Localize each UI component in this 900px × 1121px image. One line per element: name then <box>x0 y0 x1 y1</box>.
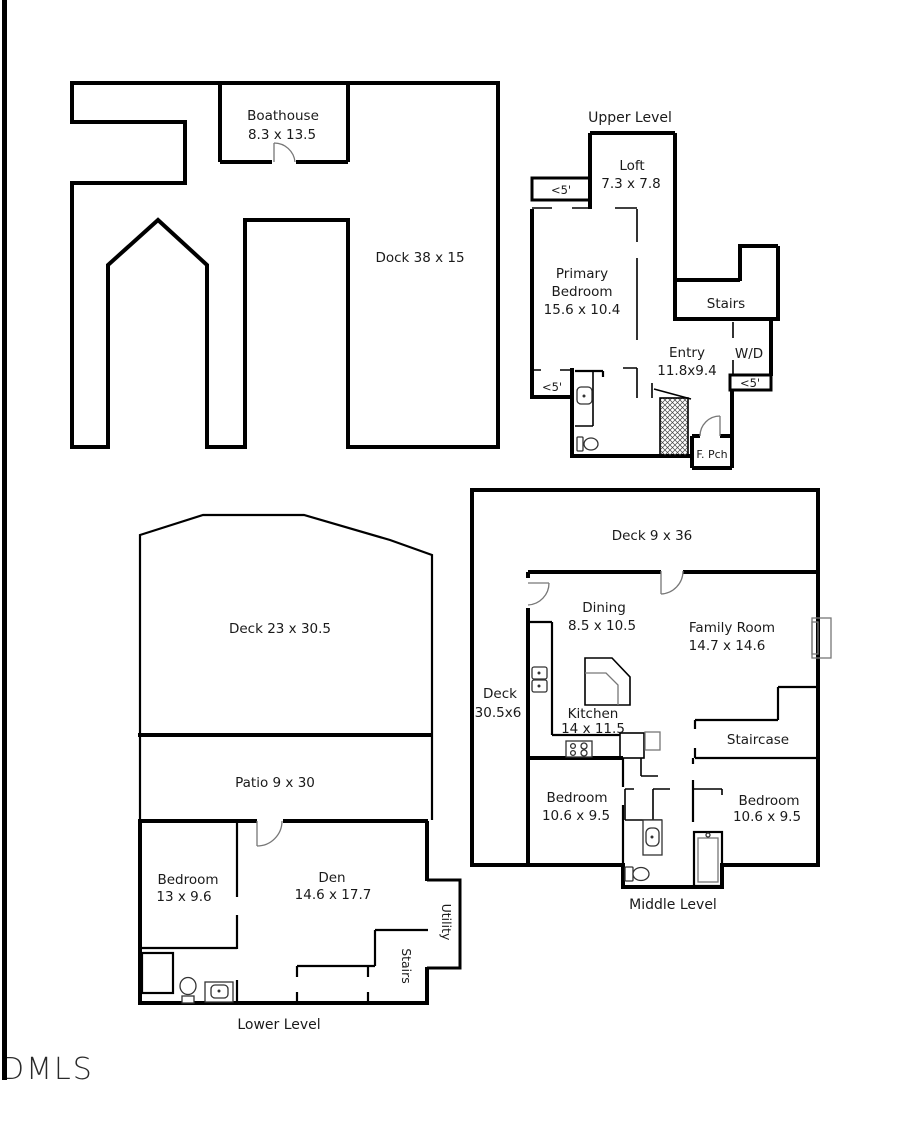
den-dim-label: 14.6 x 17.7 <box>295 887 372 903</box>
family-room-dim-label: 14.7 x 14.6 <box>689 638 766 654</box>
kitchen-sink-drain1-icon <box>537 671 541 675</box>
stove-burner-icon <box>580 749 588 757</box>
family-room-window-inner-icon <box>811 621 819 655</box>
upper-bedroom-divider-dashed <box>623 209 653 398</box>
upper-sink-drain-icon <box>582 394 586 398</box>
entry-dim-label: 11.8x9.4 <box>657 363 717 379</box>
fridge-icon <box>619 732 645 759</box>
middle-deck-door-arc <box>527 582 550 606</box>
upper-bathroom-inner-wall <box>575 371 594 427</box>
stove-burner-icon <box>580 742 588 750</box>
middle-shower-inner <box>697 837 719 883</box>
dock-outline <box>70 81 500 449</box>
lower-level-plan: Deck 23 x 30.5 Patio 9 x 30 Bedroom 13 x… <box>138 513 462 1033</box>
kitchen-label: Kitchen <box>568 706 619 722</box>
middle-toilet-tank-icon <box>624 866 634 882</box>
boathouse-door-arc <box>273 142 296 163</box>
upper-level-plan: Upper Level Loft 7.3 x 7.8 <5' Primary B… <box>530 110 780 470</box>
middle-level-title: Middle Level <box>629 897 717 913</box>
kitchen-appliance-icon <box>644 731 661 751</box>
dock-plan: Boathouse 8.3 x 13.5 Dock 38 x 15 <box>70 81 500 449</box>
kitchen-island-outline <box>584 657 631 706</box>
primary-bedroom-label-2: Bedroom <box>551 284 612 300</box>
lower-sink-drain-icon <box>217 989 221 993</box>
kitchen-counter <box>530 620 620 737</box>
mls-watermark: DMLS <box>1 1052 94 1087</box>
upper-lt5-bottomleft-label: <5' <box>542 380 562 394</box>
utility-closet-walls <box>427 878 462 970</box>
upper-bathroom-wall <box>575 369 605 377</box>
upper-lt5-right-label: <5' <box>740 376 760 390</box>
lower-toilet-base-icon <box>181 995 195 1004</box>
middle-deck-left-label-2: 30.5x6 <box>475 705 522 721</box>
loft-dim-label: 7.3 x 7.8 <box>601 176 661 192</box>
stove-burner-icon <box>569 742 577 750</box>
upper-outline <box>530 131 780 470</box>
lower-shower-hatch <box>140 951 175 995</box>
lower-toilet-bowl-icon <box>179 976 197 996</box>
dining-label: Dining <box>582 600 626 616</box>
middle-bath-walls <box>624 758 670 821</box>
lower-stairs-label: Stairs <box>399 948 414 984</box>
boathouse-label: Boathouse <box>247 108 319 124</box>
lower-deck-label: Deck 23 x 30.5 <box>229 621 331 637</box>
upper-level-title: Upper Level <box>588 110 672 126</box>
boathouse-walls <box>218 85 350 164</box>
upper-fpch-door-arc <box>699 415 721 437</box>
boathouse-dim-label: 8.3 x 13.5 <box>248 127 316 143</box>
lower-deck-outline <box>138 513 434 735</box>
middle-bedroom-right-dim-label: 10.6 x 9.5 <box>733 809 801 825</box>
dock-label: Dock 38 x 15 <box>375 250 464 266</box>
middle-shower <box>692 830 724 888</box>
lower-bedroom-dim-label: 13 x 9.6 <box>156 889 211 905</box>
loft-label: Loft <box>619 158 644 174</box>
middle-toilet-bowl-icon <box>632 866 650 882</box>
middle-bedroom-right-label: Bedroom <box>738 793 799 809</box>
lower-entry-door-arc <box>256 820 283 847</box>
family-room-window-icon <box>811 617 832 659</box>
stove-icon <box>565 740 593 758</box>
kitchen-dim-label: 14 x 11.5 <box>561 721 625 737</box>
upper-stairs-hatch <box>659 397 689 457</box>
front-porch-label: F. Pch <box>696 448 727 461</box>
upper-toilet-bowl-icon <box>583 437 599 451</box>
middle-bedroom-right-door-jamb <box>693 788 723 795</box>
family-room-label: Family Room <box>689 620 775 636</box>
middle-deck-top-label: Deck 9 x 36 <box>612 528 693 544</box>
den-label: Den <box>318 870 345 886</box>
upper-stairs-cap <box>653 388 692 400</box>
stove-burner-icon <box>569 749 577 757</box>
upper-lt5-box-right <box>728 373 773 392</box>
staircase-label: Staircase <box>727 732 789 748</box>
middle-staircase-walls <box>693 685 818 760</box>
primary-bedroom-dim-label: 15.6 x 10.4 <box>544 302 621 318</box>
patio-label: Patio 9 x 30 <box>235 775 315 791</box>
upper-lt5-box-topleft <box>530 176 592 202</box>
kitchen-island-inner <box>585 672 619 705</box>
primary-bedroom-label-1: Primary <box>556 266 608 282</box>
middle-bedroom-left-dim-label: 10.6 x 9.5 <box>542 808 610 824</box>
upper-bedroom-window-dashes <box>532 207 637 371</box>
lower-bedroom-label: Bedroom <box>157 872 218 888</box>
middle-sink-drain-icon <box>650 835 654 839</box>
middle-shower-head-icon <box>705 832 711 838</box>
left-border-bar <box>2 0 7 1080</box>
wd-label: W/D <box>735 346 763 362</box>
lower-stairs-walls <box>295 928 428 1003</box>
dining-dim-label: 8.5 x 10.5 <box>568 618 636 634</box>
kitchen-sink-drain2-icon <box>537 684 541 688</box>
middle-bedroom-left-label: Bedroom <box>546 790 607 806</box>
middle-top-door-arc <box>660 570 684 595</box>
upper-stairs-label: Stairs <box>707 296 745 312</box>
lower-outline <box>138 821 429 1005</box>
utility-label: Utility <box>439 904 454 941</box>
lower-patio-sides <box>138 735 434 820</box>
upper-toilet-tank-icon <box>576 436 584 452</box>
middle-level-plan: Deck 9 x 36 Dining 8.5 x 10.5 Family Roo… <box>470 488 832 913</box>
middle-deck-left-label-1: Deck <box>483 686 517 702</box>
upper-lt5-topleft-label: <5' <box>551 183 571 197</box>
lower-level-title: Lower Level <box>237 1017 320 1033</box>
entry-label: Entry <box>669 345 705 361</box>
